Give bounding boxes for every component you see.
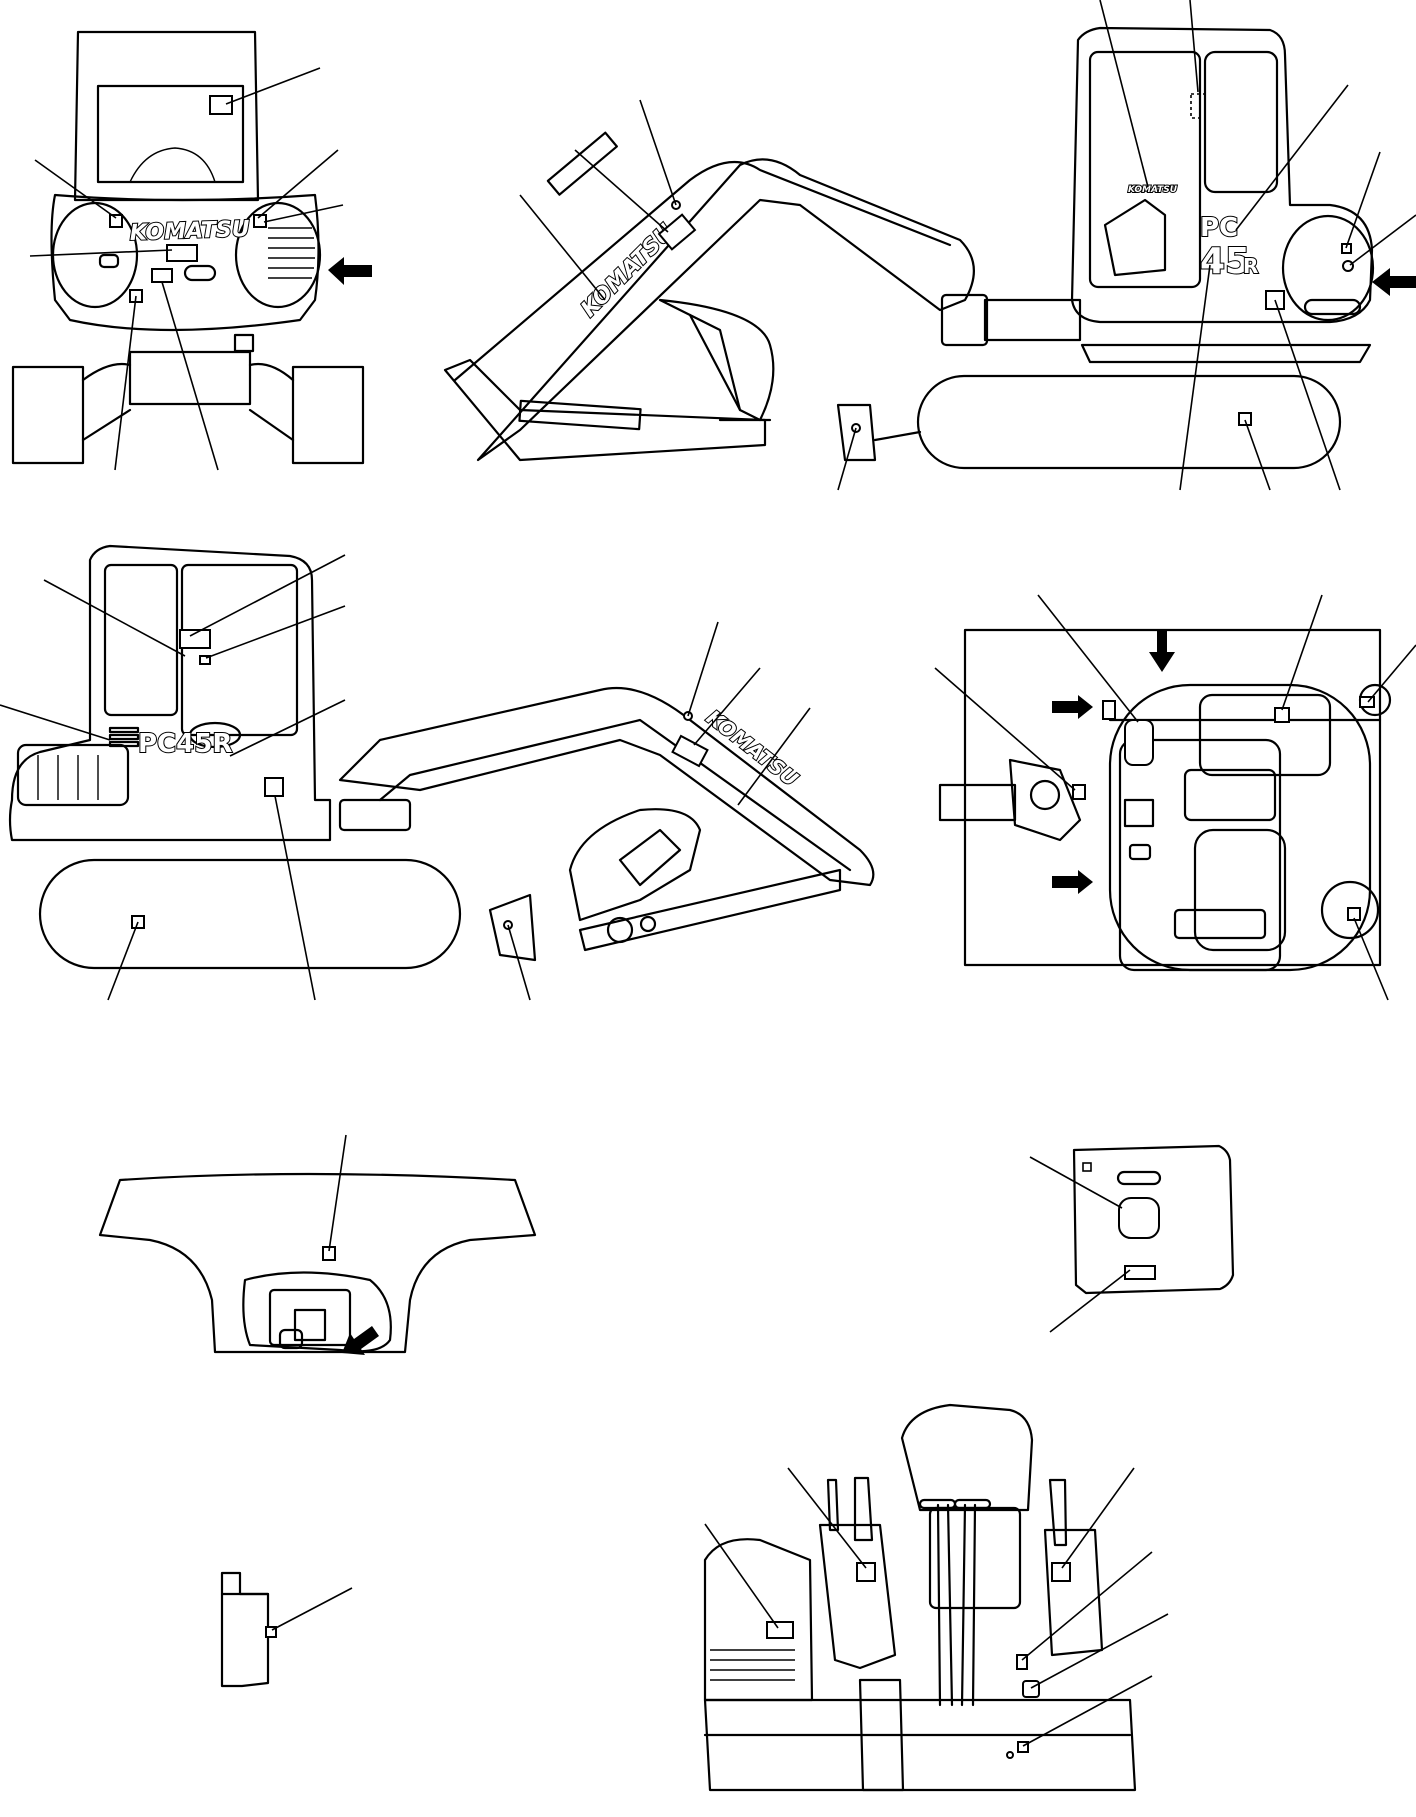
decal-marker (1118, 1197, 1160, 1239)
decal-marker (1102, 700, 1116, 720)
decal-marker (856, 1562, 876, 1582)
view-direction-arrow (1372, 268, 1416, 296)
decal-marker (1359, 696, 1375, 708)
view-direction-arrow (1149, 630, 1175, 672)
decal-marker (1274, 707, 1290, 723)
decal-marker (179, 629, 211, 649)
view-direction-arrow (328, 257, 372, 285)
decal-marker (1238, 412, 1252, 426)
fuel-cap-detail (220, 1571, 353, 1688)
top-view (934, 594, 1416, 1001)
side-model-prefix: PC (1200, 213, 1238, 243)
decal-marker (1016, 1654, 1028, 1670)
decal-marker (1022, 1680, 1040, 1698)
decal-marker (109, 214, 123, 228)
decal-marker (766, 1621, 794, 1639)
decal-marker (1124, 719, 1154, 766)
view-direction-arrow (342, 1326, 379, 1355)
decal-marker (151, 268, 173, 283)
rear-view: KOMATSU (11, 30, 372, 471)
decal-marker (166, 244, 198, 262)
decal-marker (1342, 260, 1354, 272)
operator-station-view (703, 1403, 1169, 1792)
view-direction-arrow (1052, 695, 1093, 719)
small-panel-detail (1029, 1144, 1235, 1333)
view-direction-arrow (1052, 870, 1093, 894)
decal-marker (1341, 243, 1352, 254)
right-side-view: KOMATSU PC 45 R KOMATSU (443, 0, 1416, 491)
decal-marker (264, 777, 284, 797)
decal-marker (1072, 784, 1086, 800)
decal-marker (1017, 1741, 1029, 1753)
decal-marker (199, 655, 211, 665)
decal-marker (1051, 1562, 1071, 1582)
rear-brand-text: KOMATSU (129, 217, 250, 246)
decal-marker (657, 213, 697, 251)
decal-marker (209, 95, 233, 115)
decal-marker (265, 1626, 277, 1638)
side-model-suffix: R (1243, 254, 1258, 278)
side-model-number: 45 (1200, 241, 1250, 282)
decal-marker (1124, 1265, 1156, 1280)
left-model-text: PC45R (138, 729, 232, 759)
decal-marker (671, 734, 709, 768)
left-side-view: PC45R KOMATSU (0, 544, 875, 1001)
cab-brand-text: KOMATSU (1128, 185, 1178, 195)
engine-hood-detail (98, 1134, 537, 1355)
